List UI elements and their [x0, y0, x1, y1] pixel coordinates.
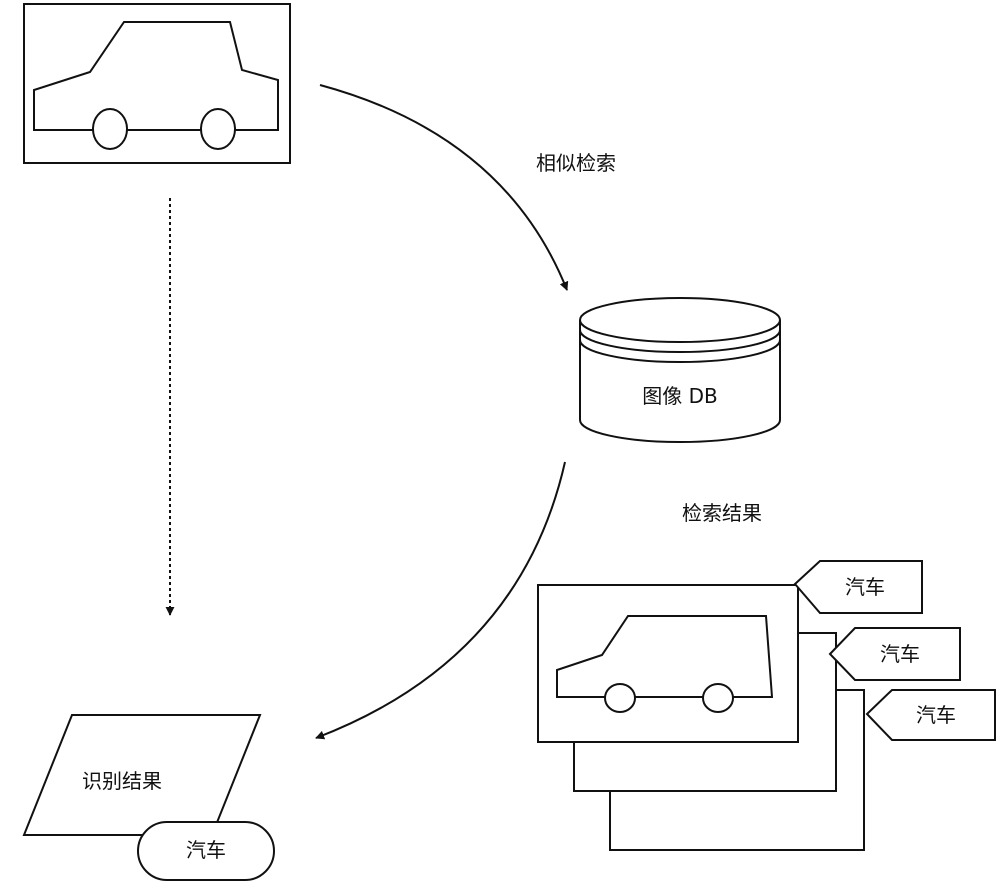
- tag-label-1: 汽车: [845, 575, 885, 599]
- result-car-icon: [556, 615, 774, 698]
- image-db-label: 图像 DB: [642, 384, 718, 408]
- recognition-result-label: 识别结果: [82, 769, 162, 793]
- tag-shape-2: [828, 627, 961, 681]
- similar-search-label: 相似检索: [536, 151, 616, 175]
- tag-shape-1: [793, 560, 923, 614]
- input-image: [23, 3, 291, 164]
- tag-label-2: 汽车: [880, 642, 920, 666]
- result-arrow: [315, 461, 566, 740]
- image-database: [579, 297, 781, 443]
- similar-search-arrow: [319, 84, 569, 291]
- search-result-label: 检索结果: [682, 501, 762, 525]
- car-capsule-label: 汽车: [186, 838, 226, 862]
- tag-shape-3: [865, 689, 996, 741]
- search-result-stack: [537, 584, 865, 851]
- car-capsule: [137, 821, 275, 881]
- input-car-icon: [33, 21, 279, 131]
- tag-label-3: 汽车: [916, 703, 956, 727]
